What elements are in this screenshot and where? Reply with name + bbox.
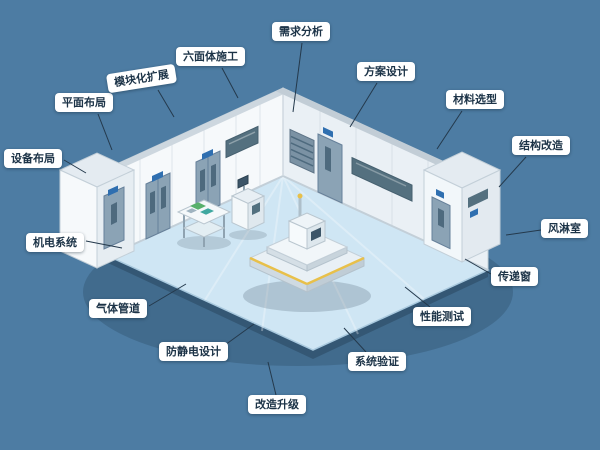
leader-pass-window bbox=[464, 258, 492, 275]
machine-screen bbox=[311, 227, 321, 241]
door-window bbox=[150, 190, 155, 215]
right-module-door bbox=[431, 189, 451, 250]
door-window bbox=[161, 185, 166, 210]
leader-plane-layout bbox=[97, 113, 113, 151]
louver-vent bbox=[289, 128, 315, 174]
label-renovation-upgrade: 改造升级 bbox=[248, 395, 306, 414]
label-air-shower-room: 风淋室 bbox=[541, 219, 588, 238]
monitor-icon bbox=[237, 174, 249, 189]
door-window bbox=[325, 146, 331, 172]
right-wall-door bbox=[317, 127, 343, 204]
leader-gas-pipeline bbox=[148, 283, 187, 307]
right-module-window bbox=[468, 188, 488, 208]
left-wall-top bbox=[108, 88, 290, 172]
machine-platform bbox=[248, 193, 366, 293]
label-system-verification: 系统验证 bbox=[348, 352, 406, 371]
label-scheme-design: 方案设计 bbox=[357, 62, 415, 81]
left-wall-door-2 bbox=[195, 149, 221, 217]
label-material-selection: 材料选型 bbox=[446, 90, 504, 109]
right-wall-window bbox=[351, 156, 413, 202]
central-machine bbox=[287, 193, 327, 250]
label-hexahedron-construction: 六面体施工 bbox=[176, 47, 245, 66]
green-part bbox=[190, 202, 206, 210]
door-sign bbox=[202, 149, 213, 160]
leader-structure-modification bbox=[498, 156, 527, 188]
label-gas-pipeline: 气体管道 bbox=[89, 299, 147, 318]
leader-air-shower-room bbox=[505, 229, 542, 236]
left-wall-door-1 bbox=[145, 171, 171, 240]
beacon-light bbox=[297, 193, 303, 199]
door-window bbox=[111, 202, 117, 225]
label-antistatic-design: 防静电设计 bbox=[159, 342, 228, 361]
hazard-edge bbox=[306, 256, 365, 286]
left-module-door bbox=[103, 185, 125, 250]
label-structure-modification: 结构改造 bbox=[512, 136, 570, 155]
leader-scheme-design bbox=[349, 82, 378, 128]
workbench bbox=[176, 199, 232, 247]
floor-edge-shadow bbox=[108, 256, 488, 359]
label-mechanical-electrical-system: 机电系统 bbox=[26, 233, 84, 252]
label-requirement-analysis: 需求分析 bbox=[272, 22, 330, 41]
leader-modular-expansion bbox=[157, 89, 175, 118]
right-module-block bbox=[422, 151, 502, 263]
leader-lines bbox=[63, 42, 542, 396]
door-sign bbox=[108, 185, 118, 196]
platform-shadow bbox=[243, 280, 371, 312]
left-wall-window bbox=[225, 125, 259, 159]
leader-mechanical-electrical-system bbox=[85, 240, 123, 249]
leader-antistatic-design bbox=[224, 323, 255, 346]
leader-performance-test bbox=[404, 286, 431, 308]
label-pass-window: 传递窗 bbox=[491, 267, 538, 286]
workbench-shelf bbox=[182, 218, 226, 238]
leader-material-selection bbox=[436, 110, 463, 150]
cabinet-machine bbox=[230, 174, 266, 231]
leader-hexahedron-construction bbox=[221, 67, 239, 99]
leader-system-verification bbox=[343, 327, 367, 353]
leader-requirement-analysis bbox=[292, 42, 303, 113]
label-plane-layout: 平面布局 bbox=[55, 93, 113, 112]
door-sign bbox=[436, 189, 444, 199]
door-window bbox=[438, 208, 444, 228]
cabinet-shadow bbox=[229, 230, 267, 240]
leader-renovation-upgrade bbox=[267, 361, 277, 396]
label-performance-test: 性能测试 bbox=[413, 307, 471, 326]
label-equipment-layout: 设备布局 bbox=[4, 149, 62, 168]
hazard-edge bbox=[249, 256, 308, 286]
door-window bbox=[211, 163, 216, 188]
right-wall-top bbox=[276, 88, 488, 186]
right-module-sign bbox=[470, 208, 478, 218]
teal-part bbox=[200, 208, 214, 215]
gray-part bbox=[186, 208, 197, 214]
cabinet-panel bbox=[252, 202, 260, 215]
door-sign bbox=[323, 127, 333, 138]
door-sign bbox=[152, 171, 163, 182]
door-window bbox=[200, 168, 205, 193]
leader-equipment-layout bbox=[63, 159, 87, 174]
